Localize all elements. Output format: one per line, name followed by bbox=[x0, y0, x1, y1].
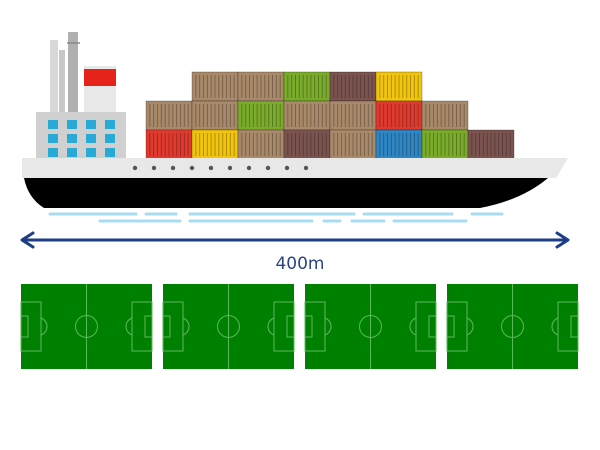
chimney-right bbox=[68, 32, 78, 112]
bridge-window bbox=[105, 148, 115, 157]
bridge-window bbox=[67, 148, 77, 157]
water-lines bbox=[48, 212, 504, 223]
length-arrow bbox=[20, 231, 570, 249]
container-tan bbox=[145, 100, 193, 131]
container-ship bbox=[22, 32, 568, 208]
container-tan bbox=[237, 71, 285, 102]
container-green bbox=[237, 100, 285, 131]
football-pitch bbox=[304, 284, 437, 369]
container-green bbox=[283, 71, 331, 102]
porthole bbox=[284, 165, 290, 171]
container-yellow bbox=[191, 129, 239, 160]
length-label: 400m bbox=[275, 254, 325, 274]
container-tan bbox=[237, 129, 285, 160]
bridge-window bbox=[86, 148, 96, 157]
chimney-middle bbox=[59, 50, 65, 112]
funnel-red-band bbox=[84, 69, 116, 86]
container-red bbox=[145, 129, 193, 160]
container-brown bbox=[283, 129, 331, 160]
football-pitch bbox=[20, 284, 153, 369]
porthole bbox=[151, 165, 157, 171]
bridge-window bbox=[86, 120, 96, 129]
football-pitches bbox=[20, 284, 579, 369]
bridge-window bbox=[48, 134, 58, 143]
container-tan bbox=[191, 100, 239, 131]
container-tan bbox=[421, 100, 469, 131]
portholes bbox=[132, 165, 309, 171]
porthole bbox=[265, 165, 271, 171]
arrowhead-right bbox=[555, 231, 570, 249]
container-tan bbox=[329, 129, 377, 160]
arrowhead-left bbox=[20, 231, 35, 249]
porthole bbox=[189, 165, 195, 171]
porthole bbox=[132, 165, 138, 171]
container-green bbox=[421, 129, 469, 160]
bridge-window bbox=[48, 120, 58, 129]
container-blue bbox=[375, 129, 423, 160]
porthole bbox=[303, 165, 309, 171]
football-pitch bbox=[162, 284, 295, 369]
porthole bbox=[246, 165, 252, 171]
container-tan bbox=[329, 100, 377, 131]
container-brown bbox=[329, 71, 377, 102]
container-yellow bbox=[375, 71, 423, 102]
bridge-window bbox=[67, 134, 77, 143]
container-red bbox=[375, 100, 423, 131]
football-pitch bbox=[446, 284, 579, 369]
container-brown bbox=[467, 129, 515, 160]
hull-bottom bbox=[24, 178, 548, 208]
container-tan bbox=[191, 71, 239, 102]
porthole bbox=[170, 165, 176, 171]
hull-deck bbox=[22, 158, 568, 178]
bridge-window bbox=[105, 134, 115, 143]
bridge-window bbox=[105, 120, 115, 129]
container-stack bbox=[145, 71, 515, 160]
bridge-windows bbox=[48, 120, 115, 157]
chimney-left bbox=[50, 40, 58, 112]
bridge-window bbox=[48, 148, 58, 157]
container-tan bbox=[283, 100, 331, 131]
bridge-window bbox=[67, 120, 77, 129]
porthole bbox=[227, 165, 233, 171]
bridge-window bbox=[86, 134, 96, 143]
porthole bbox=[208, 165, 214, 171]
